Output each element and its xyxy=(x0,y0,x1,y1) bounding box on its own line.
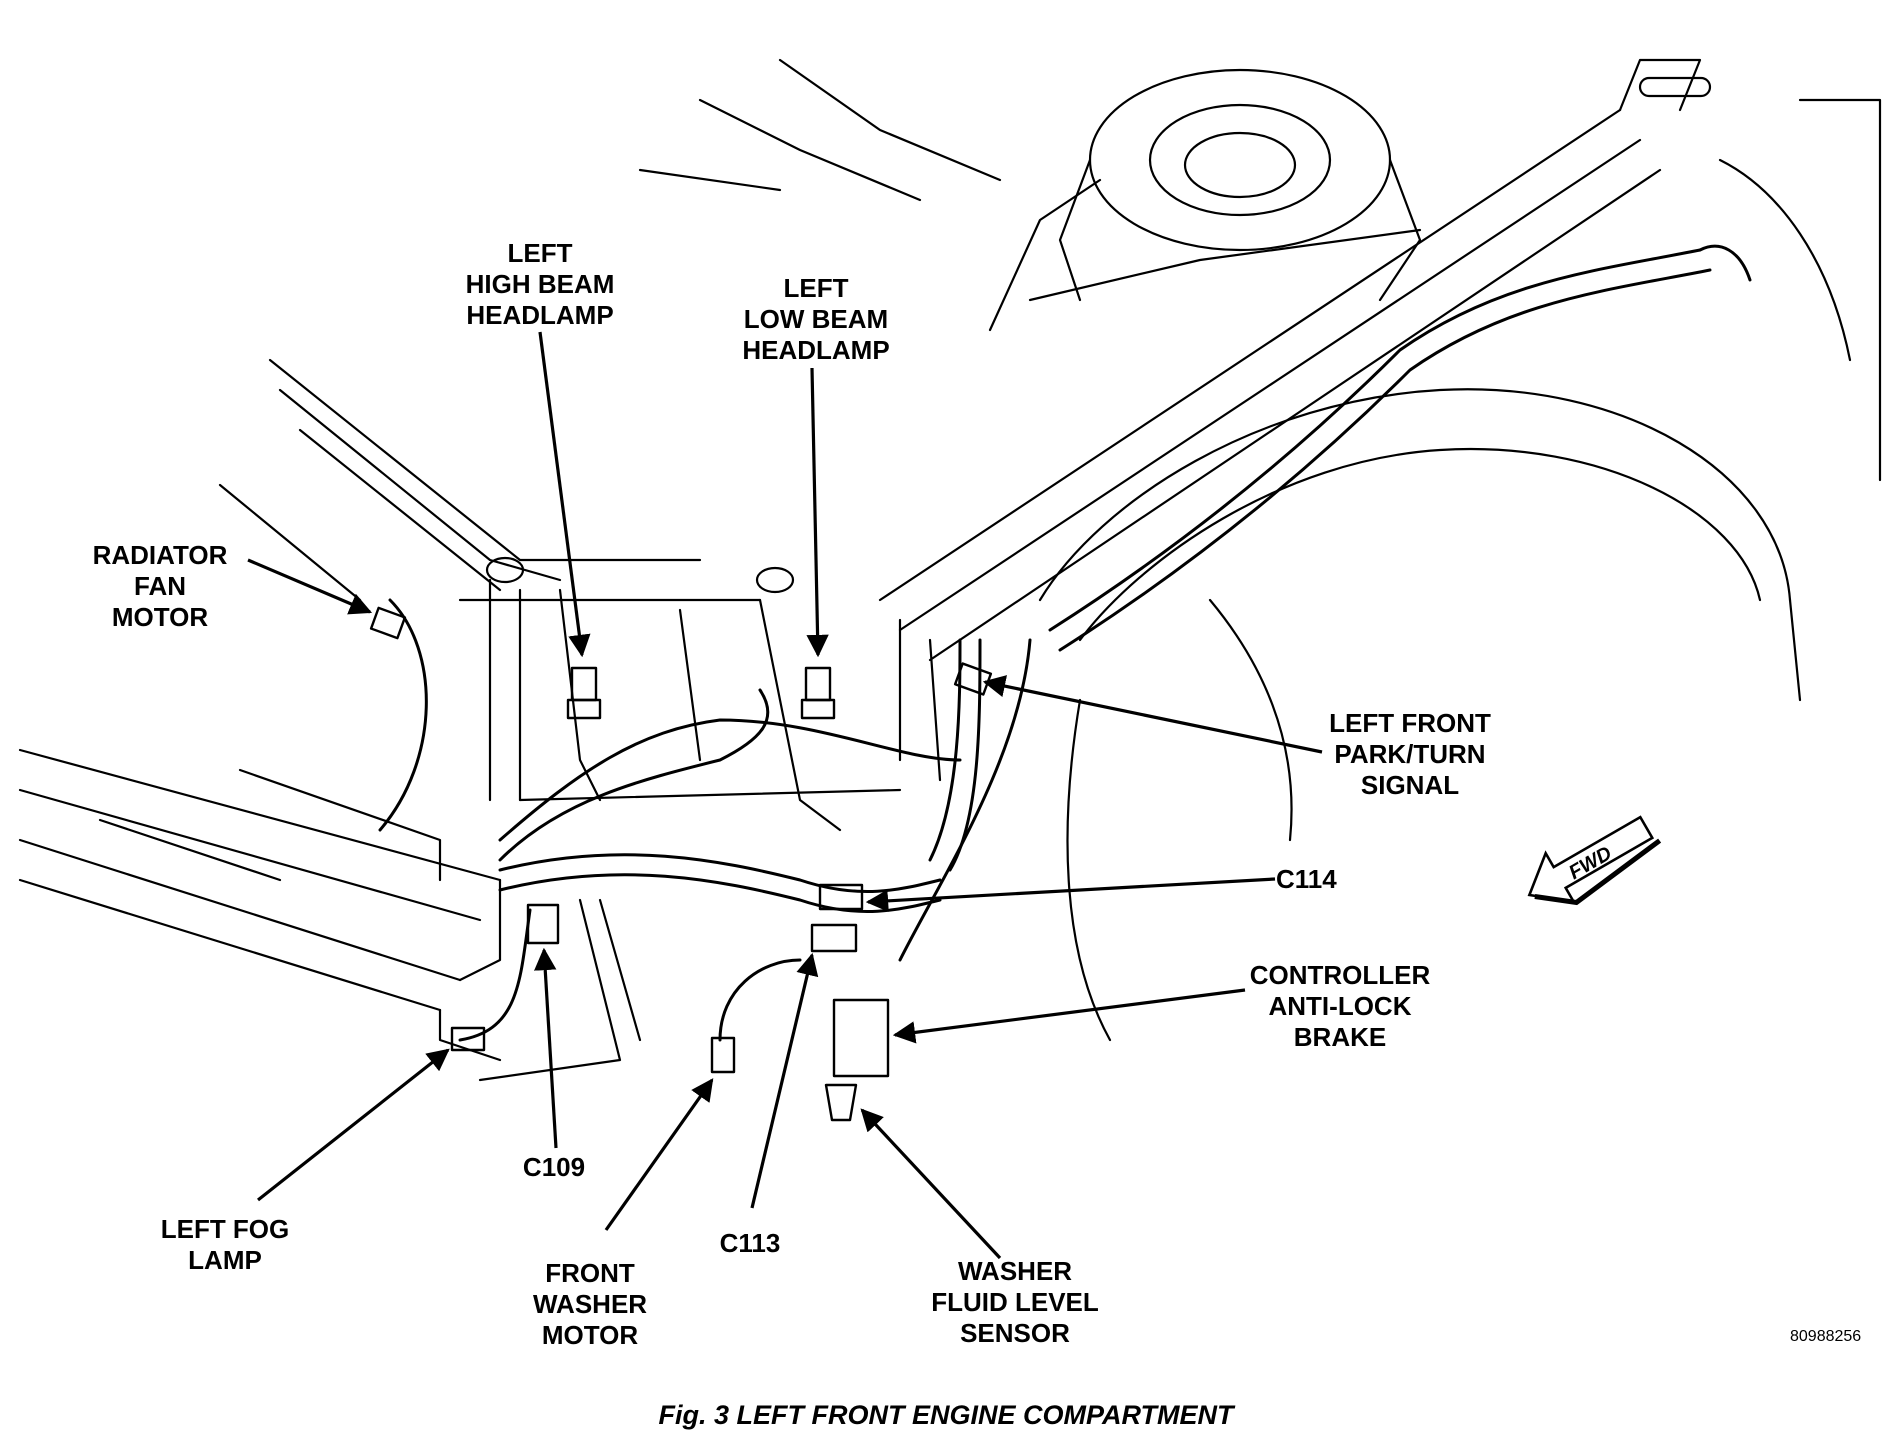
figure-id: 80988256 xyxy=(1790,1328,1862,1345)
bumper-beam xyxy=(18,748,642,1082)
radiator-support xyxy=(485,556,942,832)
leader-radiator-fan xyxy=(247,558,373,615)
leader-lines xyxy=(247,331,1323,1260)
label-left-front-park-turn-signal: LEFT FRONT PARK/TURN SIGNAL xyxy=(1329,708,1491,800)
label-left-fog-lamp: LEFT FOG LAMP xyxy=(160,1214,290,1275)
shock-tower xyxy=(638,58,1422,332)
label-washer-fluid-level-sensor: WASHER FLUID LEVEL SENSOR xyxy=(931,1256,1099,1348)
label-radiator-fan-motor: RADIATOR FAN MOTOR xyxy=(92,540,228,632)
label-c113: C113 xyxy=(719,1228,781,1258)
leader-c113 xyxy=(750,952,819,1209)
label-left-low-beam-headlamp: LEFT LOW BEAM HEADLAMP xyxy=(742,273,890,365)
fwd-arrow: FWD xyxy=(1527,815,1662,906)
leader-park-turn xyxy=(982,675,1323,754)
leader-high-beam xyxy=(538,331,591,658)
label-front-washer-motor: FRONT WASHER MOTOR xyxy=(532,1258,648,1350)
leader-fog xyxy=(257,1048,450,1202)
leader-c109 xyxy=(534,947,558,1149)
label-left-high-beam-headlamp: LEFT HIGH BEAM HEADLAMP xyxy=(465,238,615,330)
leader-washer-fluid xyxy=(860,1108,1002,1260)
leader-washer-motor xyxy=(604,1078,714,1231)
abs-controller-module xyxy=(832,998,890,1078)
figure-caption: Fig. 3 LEFT FRONT ENGINE COMPARTMENT xyxy=(658,1400,1234,1430)
label-c114: C114 xyxy=(1276,864,1337,894)
label-controller-anti-lock-brake: CONTROLLER ANTI-LOCK BRAKE xyxy=(1249,960,1431,1052)
label-c109: C109 xyxy=(522,1152,586,1182)
wiring-harness-right xyxy=(1048,244,1752,652)
connectors xyxy=(369,606,993,1122)
leader-abs xyxy=(892,988,1246,1044)
fender-wheel-well xyxy=(1038,98,1882,1042)
leader-low-beam xyxy=(806,367,829,658)
upper-frame-rail xyxy=(218,358,762,602)
leader-c114 xyxy=(865,877,1276,913)
upper-diagonal-rail xyxy=(878,58,1712,662)
wiring-harness-lower xyxy=(378,598,1032,1042)
